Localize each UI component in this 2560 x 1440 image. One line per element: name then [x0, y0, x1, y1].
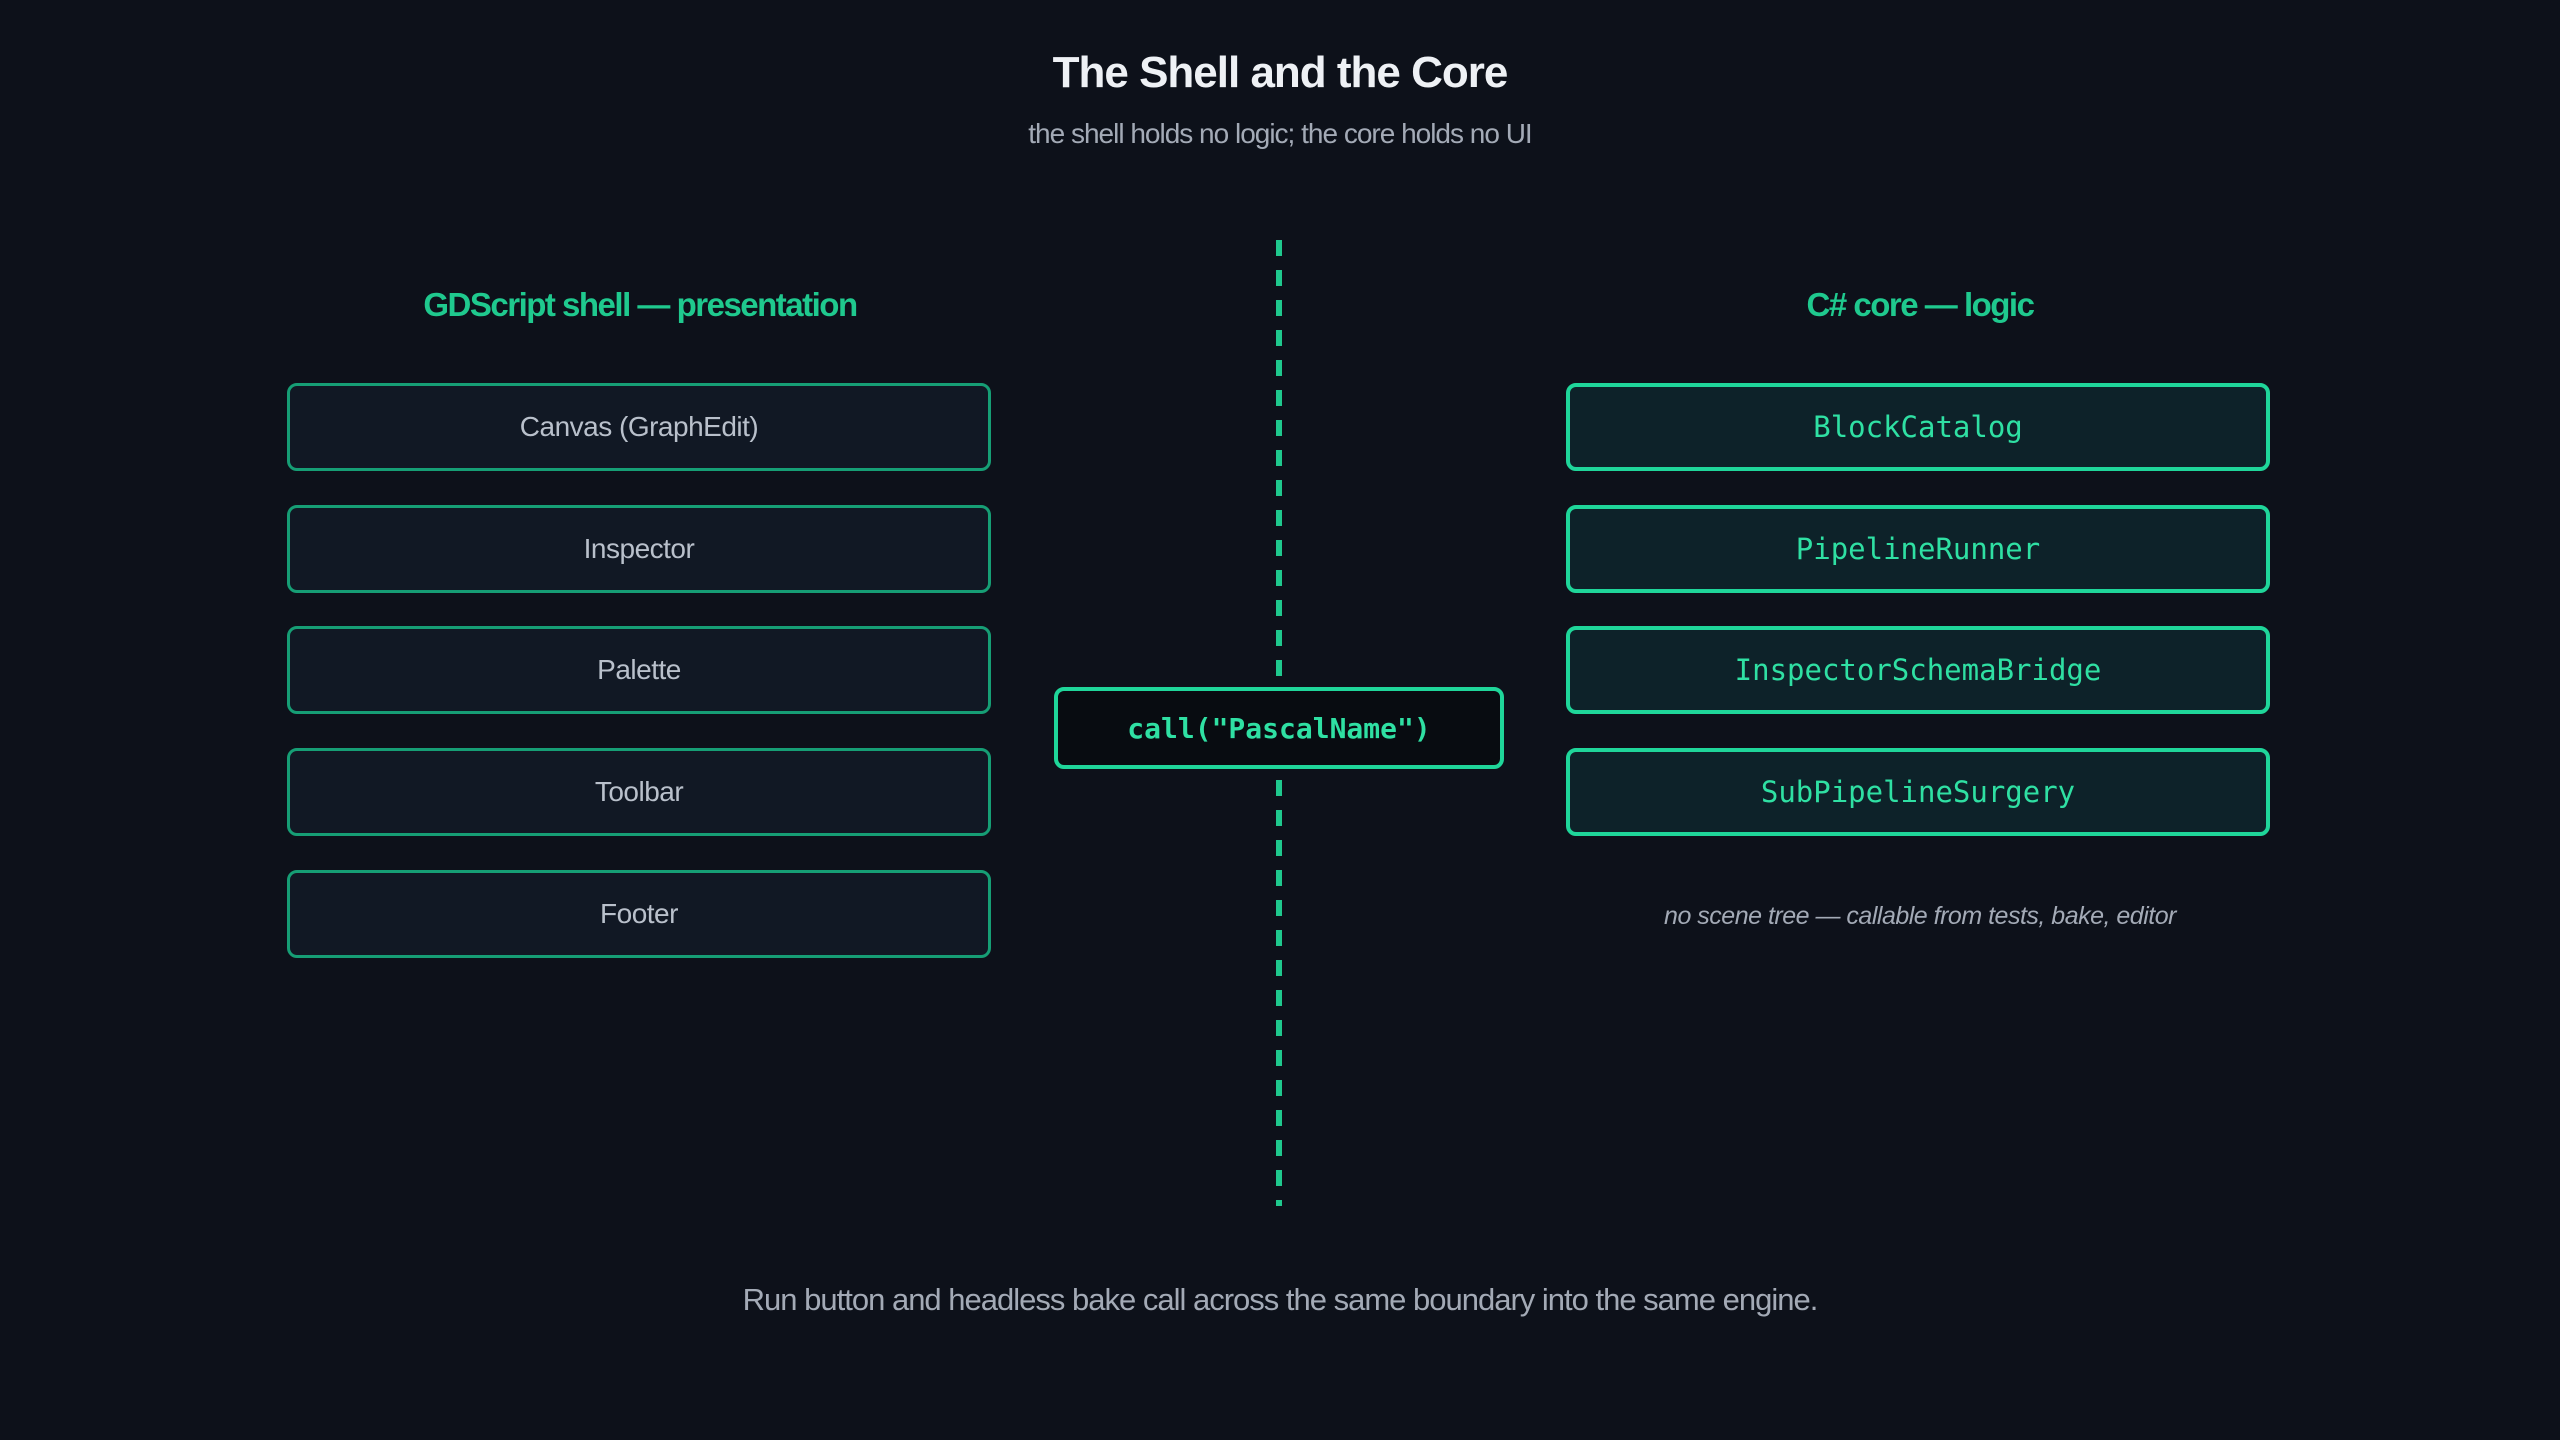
footer-caption: Run button and headless bake call across…	[742, 1282, 1819, 1317]
page-title: The Shell and the Core	[1052, 48, 1509, 97]
core-note: no scene tree — callable from tests, bak…	[1664, 902, 2176, 930]
core-heading: C# core — logic	[1806, 286, 2035, 323]
shell-heading: GDScript shell — presentation	[423, 286, 858, 323]
bridge-call-box: call("PascalName")	[1054, 687, 1504, 769]
core-item-sub-pipeline-surgery: SubPipelineSurgery	[1566, 748, 2270, 836]
core-item-block-catalog: BlockCatalog	[1566, 383, 2270, 471]
shell-item-canvas: Canvas (GraphEdit)	[287, 383, 991, 471]
shell-item-toolbar: Toolbar	[287, 748, 991, 836]
page-subtitle: the shell holds no logic; the core holds…	[1028, 118, 1532, 149]
shell-item-palette: Palette	[287, 626, 991, 714]
core-item-inspector-schema-bridge: InspectorSchemaBridge	[1566, 626, 2270, 714]
core-item-pipeline-runner: PipelineRunner	[1566, 505, 2270, 593]
shell-item-inspector: Inspector	[287, 505, 991, 593]
shell-item-footer: Footer	[287, 870, 991, 958]
